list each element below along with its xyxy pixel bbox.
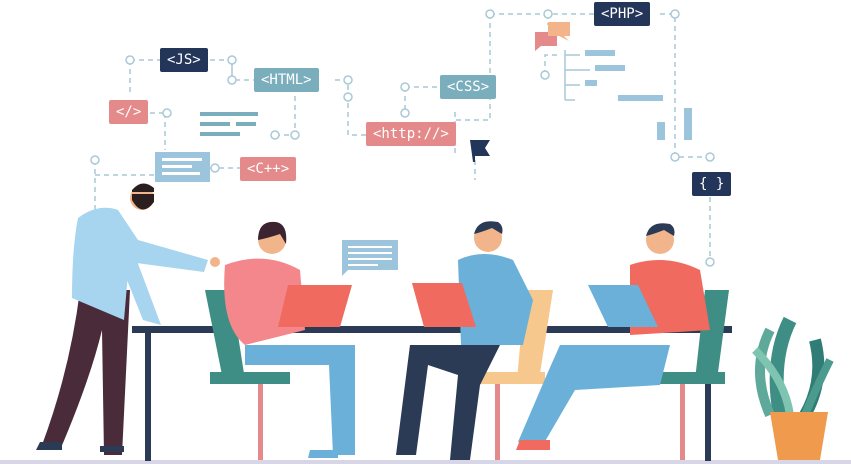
tag-http: <http://> xyxy=(366,122,456,146)
table-leg-right xyxy=(705,333,711,461)
chair-left xyxy=(205,290,290,460)
code-tree-right xyxy=(585,50,692,140)
tag-braces: { } xyxy=(692,172,732,196)
floor xyxy=(0,460,851,464)
flag-icon xyxy=(470,140,490,162)
code-lines-left xyxy=(200,112,258,136)
chat-bubbles xyxy=(342,22,570,276)
tree-lines xyxy=(564,50,590,101)
connector-nodes xyxy=(90,9,715,267)
tag-js: <JS> xyxy=(160,48,208,72)
potted-plant xyxy=(752,316,834,460)
standing-man xyxy=(36,183,220,455)
tag-cpp: <C++> xyxy=(240,157,297,181)
tag-css: <CSS> xyxy=(440,75,497,99)
man-middle xyxy=(396,221,533,460)
bubble-dots xyxy=(348,246,392,266)
table-leg-left xyxy=(145,333,151,461)
code-window xyxy=(155,152,210,182)
tag-html: <HTML> xyxy=(254,68,319,92)
man-right xyxy=(516,223,710,450)
tag-php: <PHP> xyxy=(594,2,651,26)
tag-close: </> xyxy=(109,100,149,124)
table-top xyxy=(132,326,732,333)
woman-left xyxy=(224,221,355,458)
